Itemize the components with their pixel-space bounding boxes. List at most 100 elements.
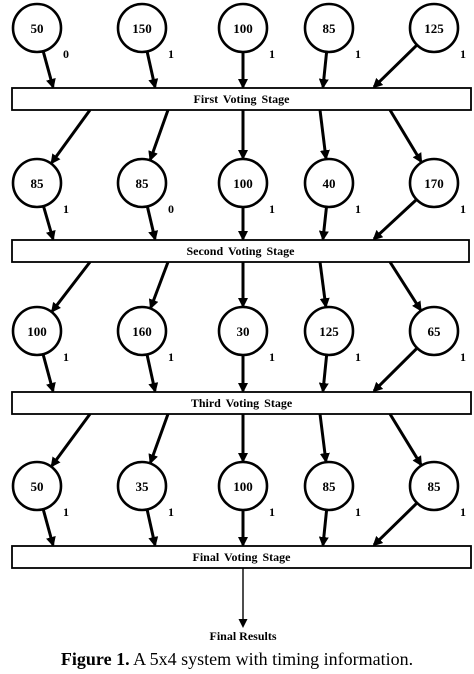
timing-bit-label: 1 [460, 505, 466, 519]
node-value: 40 [323, 176, 336, 191]
node-value: 65 [428, 324, 442, 339]
timing-bit-label: 1 [168, 47, 174, 61]
node-r4-c4: 851 [303, 460, 361, 519]
node-r4-c1: 501 [11, 460, 69, 519]
edge-stage-to-node [318, 109, 330, 161]
node-circle [11, 460, 63, 512]
node-circle [217, 157, 269, 209]
stage-label: Second Voting Stage [186, 244, 295, 258]
stage-box [11, 545, 472, 569]
stage-box [11, 87, 472, 111]
node-r2-c4: 40 1 [303, 157, 361, 216]
node-circle [116, 305, 168, 357]
final-results-label: Final Results [209, 629, 276, 643]
edge-node-to-stage [372, 501, 419, 547]
edge-stage-to-node [148, 413, 170, 465]
node-value: 160 [132, 324, 152, 339]
node-value: 85 [428, 479, 442, 494]
edge-stage-to-node [318, 413, 330, 464]
node-r4-c3: 100 1 [217, 460, 275, 519]
node-value: 100 [233, 176, 253, 191]
edge-node-to-stage [145, 206, 159, 241]
node-circle [217, 2, 269, 54]
node-r1-c1: 50 0 [11, 2, 69, 61]
timing-bit-label: 1 [460, 350, 466, 364]
node-r1-c4: 85 1 [303, 2, 361, 61]
nodes-layer: 5001501100185112518518501001401170110011… [11, 2, 466, 519]
timing-bit-label: 1 [269, 47, 275, 61]
stage-label: Final Voting Stage [192, 550, 291, 564]
node-r4-c5: 85 1 [408, 460, 466, 519]
stage-box [11, 239, 470, 263]
edge-node-to-stage [372, 198, 418, 241]
edge-node-to-stage [318, 51, 329, 89]
timing-bit-label: 1 [269, 350, 275, 364]
node-circle [303, 460, 355, 512]
timing-bit-label: 1 [355, 47, 361, 61]
timing-bit-label: 1 [355, 202, 361, 216]
timing-bit-label: 1 [460, 47, 466, 61]
node-circle [303, 2, 355, 54]
node-value: 50 [31, 21, 44, 36]
node-circle [408, 460, 460, 512]
voting-stage-3: Third Voting Stage [11, 391, 472, 415]
edge-stage-to-node [50, 109, 92, 165]
node-value: 125 [319, 324, 339, 339]
node-circle [116, 157, 168, 209]
node-value: 85 [136, 176, 150, 191]
timing-bit-label: 1 [269, 505, 275, 519]
node-value: 30 [237, 324, 250, 339]
timing-bit-label: 1 [63, 202, 69, 216]
node-value: 170 [424, 176, 444, 191]
caption-text: A 5x4 system with timing information. [129, 649, 414, 669]
edge-node-to-stage [41, 508, 56, 547]
node-r3-c5: 65 1 [408, 305, 466, 364]
node-r4-c2: 351 [116, 460, 174, 519]
stage-label: Third Voting Stage [191, 396, 293, 410]
stage-label: First Voting Stage [193, 92, 290, 106]
edge-stage-to-node [388, 109, 423, 164]
edge-stage-to-node [388, 413, 423, 467]
node-circle [116, 2, 168, 54]
node-r1-c5: 125 1 [408, 2, 466, 61]
node-circle [217, 460, 269, 512]
edge-node-to-stage [318, 354, 329, 393]
figure-caption: Figure 1. A 5x4 system with timing infor… [0, 649, 474, 670]
node-value: 125 [424, 21, 444, 36]
edge-node-to-stage [41, 50, 56, 89]
node-value: 85 [31, 176, 45, 191]
edge-node-to-stage [318, 206, 329, 241]
edge-stage-to-node [148, 261, 170, 310]
node-r3-c4: 125 1 [303, 305, 361, 364]
node-circle [408, 305, 460, 357]
node-r2-c2: 850 [116, 157, 174, 216]
node-circle [303, 305, 355, 357]
node-value: 100 [233, 479, 253, 494]
edge-stage-to-node [388, 261, 422, 312]
stage-box [11, 391, 472, 415]
edge-node-to-stage [372, 347, 419, 393]
node-value: 50 [31, 479, 44, 494]
timing-bit-label: 1 [355, 350, 361, 364]
timing-bit-label: 0 [63, 47, 69, 61]
edge-node-to-stage [145, 51, 159, 89]
node-circle [11, 2, 63, 54]
timing-bit-label: 1 [63, 350, 69, 364]
timing-bit-label: 1 [460, 202, 466, 216]
timing-bit-label: 1 [355, 505, 361, 519]
edge-stage-to-node [148, 109, 170, 162]
node-value: 150 [132, 21, 152, 36]
timing-bit-label: 1 [168, 350, 174, 364]
edge-node-to-stage [41, 353, 56, 393]
edge-node-to-stage [42, 205, 56, 241]
node-r2-c1: 85 1 [11, 157, 69, 216]
edge-stage-to-node [51, 261, 92, 313]
edge-node-to-stage [372, 43, 419, 89]
node-value: 85 [323, 21, 337, 36]
